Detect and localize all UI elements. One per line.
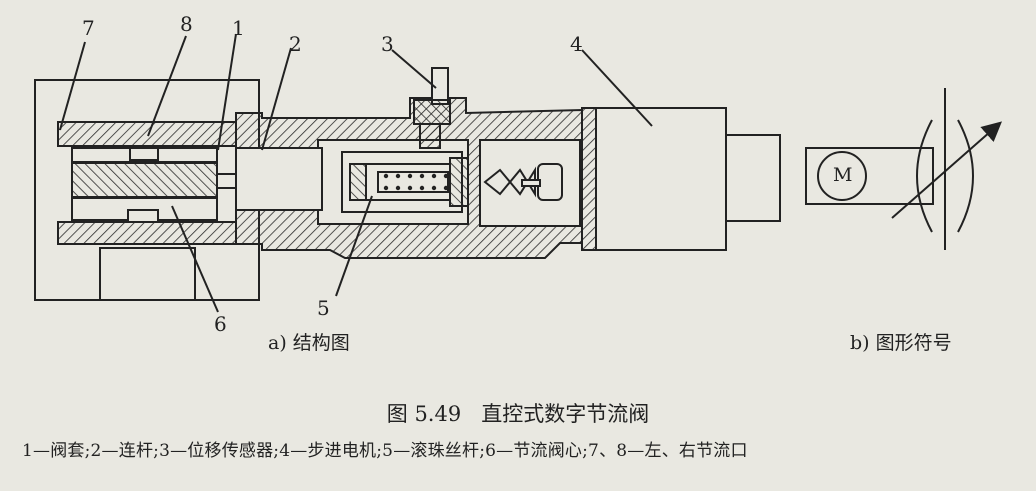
part-number-2: 2 [289,32,302,56]
valve-sleeve-top [57,121,237,147]
motor-rear-boss [725,134,781,222]
adjust-arrow [891,121,1003,219]
figure-legend: 1—阀套;2—连杆;3—位移传感器;4—步进电机;5—滚珠丝杆;6—节流阀心;7… [22,441,748,461]
motor-symbol-circle [817,151,867,201]
caption-structure: a) 结构图 [268,332,350,354]
left-throttle-port [127,209,159,223]
part-number-7: 7 [82,16,95,40]
part-number-8: 8 [180,12,193,36]
throttle-arc-right [957,119,974,233]
part-number-4: 4 [570,32,583,56]
part-number-6: 6 [214,312,227,336]
motor-shaft-hub [537,163,563,201]
throttle-arc-left [916,119,933,233]
stepper-motor [581,107,727,251]
lower-port-box [99,247,196,301]
caption-symbol: b) 图形符号 [850,332,952,354]
throttle-core [71,162,218,198]
figure-title: 图 5.49 直控式数字节流阀 [386,402,650,426]
motor-symbol-label: M [833,164,853,186]
right-throttle-port [129,147,159,161]
part-number-3: 3 [381,32,394,56]
part-number-1: 1 [232,16,245,40]
motor-symbol-box [805,147,934,205]
valve-sleeve-bottom [57,221,237,245]
part-number-5: 5 [317,296,330,320]
